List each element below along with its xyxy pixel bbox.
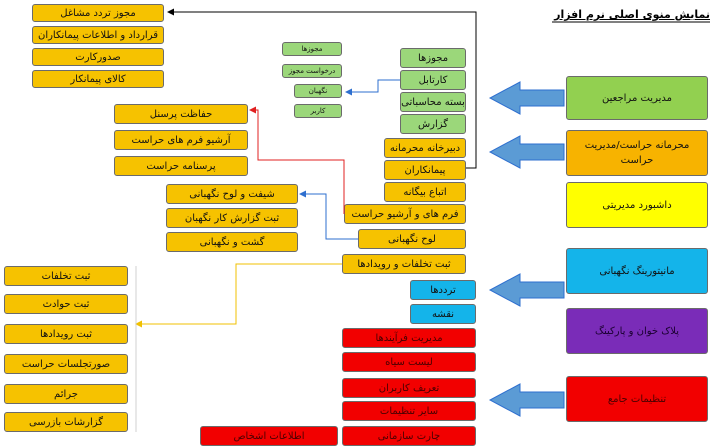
security-item-guard-board[interactable]: لوح نگهبانی bbox=[358, 229, 466, 249]
connector-contractors-sub bbox=[167, 8, 477, 169]
settings-item-persons[interactable]: اطلاعات اشخاص bbox=[200, 426, 338, 446]
permit-sub-request[interactable]: درخواست مجوز bbox=[282, 64, 342, 78]
visitors-item-permits[interactable]: مجوزها bbox=[400, 48, 466, 68]
settings-item-processes[interactable]: مدیریت فرآیندها bbox=[342, 328, 476, 348]
connector-kartabl-sub bbox=[345, 79, 400, 96]
security-item-forms-archive[interactable]: فرم های و آرشیو حراست bbox=[344, 204, 466, 224]
guard-sub-report[interactable]: ثبت گزارش کار نگهبان bbox=[166, 208, 298, 228]
contractor-sub-work-permit[interactable]: مجوز تردد مشاغل bbox=[32, 4, 164, 22]
guard-sub-shift[interactable]: شیفت و لوح نگهبانی bbox=[166, 184, 298, 204]
block-arrow-settings bbox=[488, 383, 565, 417]
permit-sub-guard[interactable]: نگهبان bbox=[294, 84, 342, 98]
visitors-item-report[interactable]: گزارش bbox=[400, 114, 466, 134]
category-visitors[interactable]: مدیریت مراجعین bbox=[566, 76, 708, 120]
category-settings[interactable]: تنظیمات جامع bbox=[566, 376, 708, 422]
forms-sub-personnel[interactable]: حفاظت پرسنل bbox=[114, 104, 248, 124]
violations-sub-crimes[interactable]: جرائم bbox=[4, 384, 128, 404]
settings-item-users[interactable]: تعریف کاربران bbox=[342, 378, 476, 398]
violations-sub-events[interactable]: ثبت رویدادها bbox=[4, 324, 128, 344]
block-arrow-visitors bbox=[488, 81, 565, 115]
security-item-contractors[interactable]: پیمانکاران bbox=[384, 160, 466, 180]
permit-sub-permits[interactable]: مجوزها bbox=[282, 42, 342, 56]
diagram-title: نمایش منوی اصلی نرم افزار bbox=[554, 8, 710, 21]
category-security[interactable]: محرمانه حراست/مدیریت حراست bbox=[566, 130, 708, 176]
monitoring-item-traffic[interactable]: ترددها bbox=[410, 280, 476, 300]
violations-sub-incidents[interactable]: ثبت حوادث bbox=[4, 294, 128, 314]
violations-sub-minutes[interactable]: صورتجلسات حراست bbox=[4, 354, 128, 374]
security-item-secretariat[interactable]: دبیرخانه محرمانه bbox=[384, 138, 466, 158]
connector-guard-sub bbox=[299, 190, 358, 240]
settings-item-org-chart[interactable]: چارت سازمانی bbox=[342, 426, 476, 446]
contractor-sub-contracts[interactable]: قرارداد و اطلاعات پیمانکاران bbox=[32, 26, 164, 44]
violations-sub-violations[interactable]: ثبت تخلفات bbox=[4, 266, 128, 286]
contractor-sub-goods[interactable]: کالای پیمانکار bbox=[32, 70, 164, 88]
forms-sub-questionnaire[interactable]: پرسنامه حراست bbox=[114, 156, 248, 176]
guard-sub-patrol[interactable]: گشت و نگهبانی bbox=[166, 232, 298, 252]
category-dashboard[interactable]: داشبورد مدیریتی bbox=[566, 182, 708, 228]
security-item-violations[interactable]: ثبت تخلفات و رویدادها bbox=[342, 254, 466, 274]
violations-sub-inspections[interactable]: گزارشات بازرسی bbox=[4, 412, 128, 432]
contractor-sub-card-issue[interactable]: صدورکارت bbox=[32, 48, 164, 66]
visitors-item-calc-package[interactable]: بسته محاسباتی bbox=[400, 92, 466, 112]
security-item-foreigners[interactable]: اتباع بیگانه bbox=[384, 182, 466, 202]
category-parking[interactable]: پلاک خوان و پارکینگ bbox=[566, 308, 708, 354]
block-arrow-monitoring bbox=[488, 273, 565, 307]
settings-item-blacklist[interactable]: لیست سیاه bbox=[342, 352, 476, 372]
forms-sub-archive[interactable]: آرشیو فرم های حراست bbox=[114, 130, 248, 150]
connector-forms-sub bbox=[249, 106, 345, 214]
category-monitoring[interactable]: مانیتورینگ نگهبانی bbox=[566, 248, 708, 294]
permit-sub-user[interactable]: کاربر bbox=[294, 104, 342, 118]
block-arrow-security bbox=[488, 135, 565, 169]
visitors-item-kartabl[interactable]: کارتابل bbox=[400, 70, 466, 90]
monitoring-item-map[interactable]: نقشه bbox=[410, 304, 476, 324]
connector-violations-sub bbox=[135, 263, 342, 328]
settings-item-other[interactable]: سایر تنظیمات bbox=[342, 401, 476, 421]
